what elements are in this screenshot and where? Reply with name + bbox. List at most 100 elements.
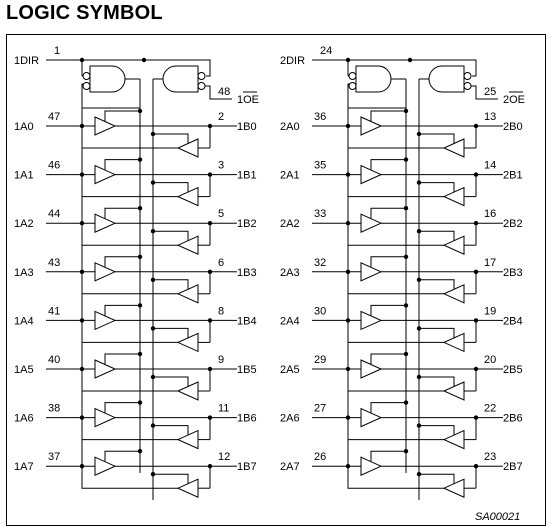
buffer-a-to-b (94, 116, 117, 136)
b-port-label: 2B1 (503, 170, 523, 182)
enable-tap (370, 110, 406, 121)
junction-dot (137, 400, 143, 405)
buffer-b-to-a (442, 138, 465, 158)
a-pin-number: 36 (314, 111, 326, 123)
enable-tap (419, 376, 455, 387)
enable-tap (104, 304, 140, 316)
enable-tap (370, 159, 406, 170)
inverter-bubble (197, 82, 206, 90)
b-pin-number: 14 (484, 160, 496, 172)
junction-dot (407, 57, 413, 63)
buffer-b-to-a (176, 478, 199, 498)
junction-dot (473, 366, 479, 372)
junction-dot (403, 206, 409, 211)
wire (410, 59, 477, 77)
b-pin-number: 22 (484, 403, 496, 415)
enable-tap (419, 182, 455, 193)
control-gate-a (89, 65, 126, 93)
junction-dot (137, 254, 143, 259)
b-port-label: 2B5 (503, 364, 523, 376)
junction-dot (416, 180, 422, 185)
a-pin-number: 37 (48, 451, 60, 463)
a-port-label: 1A7 (14, 461, 34, 473)
junction-dot (207, 123, 213, 129)
enable-tap (153, 327, 189, 339)
junction-dot (345, 172, 351, 177)
buffer-b-to-a (442, 284, 465, 304)
junction-dot (137, 449, 143, 454)
enable-tap (104, 159, 140, 170)
junction-dot (150, 131, 156, 137)
junction-dot (150, 472, 156, 477)
wire (471, 85, 498, 100)
b-port-label: 1B7 (237, 461, 257, 473)
wire (205, 85, 232, 100)
junction-dot (79, 172, 85, 177)
a-pin-number: 30 (314, 305, 326, 317)
junction-dot (79, 366, 85, 372)
buffer-b-to-a (176, 186, 199, 207)
junction-dot (79, 221, 85, 226)
enable-tap (419, 425, 455, 436)
junction-dot (207, 318, 213, 323)
b-pin-number: 19 (484, 305, 496, 317)
buffer-b-to-a (176, 332, 199, 353)
junction-dot (207, 221, 213, 226)
junction-dot (345, 57, 351, 63)
dir-pin-number: 1 (54, 45, 60, 57)
b-port-label: 2B6 (503, 413, 523, 425)
junction-dot (150, 423, 156, 428)
buffer-a-to-b (360, 407, 383, 428)
junction-dot (79, 415, 85, 420)
control-gate-b (162, 65, 199, 93)
enable-tap (153, 182, 189, 193)
b-pin-number: 5 (218, 208, 224, 220)
a-port-label: 1A1 (14, 170, 34, 182)
buffer-a-to-b (94, 407, 117, 428)
buffer-a-to-b (94, 262, 117, 282)
enable-tap (104, 353, 140, 364)
buffer-b-to-a (176, 429, 199, 450)
junction-dot (79, 269, 85, 274)
b-pin-number: 8 (218, 305, 224, 317)
b-port-label: 2B0 (503, 121, 523, 133)
junction-dot (345, 269, 351, 274)
inverter-bubble (82, 82, 91, 90)
junction-dot (79, 57, 85, 63)
buffer-a-to-b (94, 456, 117, 476)
a-port-label: 1A6 (14, 413, 34, 425)
junction-dot (473, 464, 479, 469)
a-pin-number: 38 (48, 403, 60, 415)
a-port-label: 2A6 (280, 413, 300, 425)
junction-dot (403, 303, 409, 308)
buffer-a-to-b (360, 116, 383, 136)
b-port-label: 1B5 (237, 364, 257, 376)
buffer-a-to-b (94, 164, 117, 185)
a-port-label: 2A2 (280, 218, 300, 230)
buffer-a-to-b (360, 359, 383, 379)
a-pin-number: 35 (314, 160, 326, 172)
enable-tap (104, 207, 140, 219)
a-port-label: 2A0 (280, 121, 300, 133)
enable-tap (153, 230, 189, 242)
enable-tap (370, 304, 406, 316)
diagram-frame (6, 34, 546, 526)
a-pin-number: 40 (48, 354, 60, 366)
enable-tap (370, 450, 406, 462)
inverter-bubble (82, 72, 91, 80)
buffer-a-to-b (94, 359, 117, 379)
junction-dot (345, 221, 351, 226)
junction-dot (207, 269, 213, 274)
junction-dot (403, 254, 409, 259)
a-port-label: 2A3 (280, 267, 300, 279)
junction-dot (473, 269, 479, 274)
junction-dot (150, 326, 156, 331)
enable-tap (104, 402, 140, 413)
oe-label: 2OE (503, 94, 525, 106)
junction-dot (403, 108, 409, 114)
buffer-b-to-a (176, 284, 199, 304)
b-port-label: 1B0 (237, 121, 257, 133)
enable-tap (419, 473, 455, 485)
buffer-a-to-b (94, 310, 117, 331)
junction-dot (207, 464, 213, 469)
